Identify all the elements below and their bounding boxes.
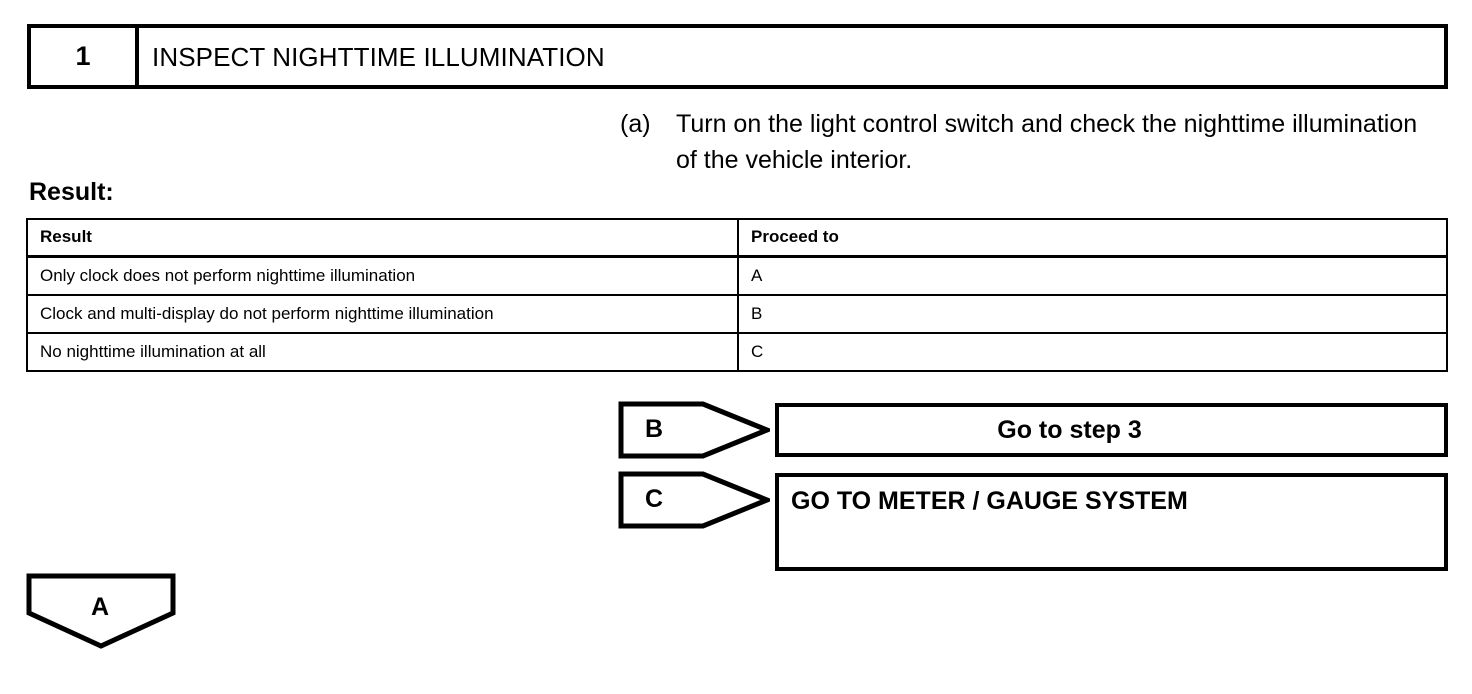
result-table: Result Proceed to Only clock does not pe… [26, 218, 1448, 372]
table-cell-result: Only clock does not perform nighttime il… [26, 255, 739, 296]
flow-arrow-label-c: C [644, 485, 664, 513]
arrow-tag-c-icon [618, 471, 770, 529]
arrow-tag-b-icon [618, 401, 770, 459]
step-title: INSPECT NIGHTTIME ILLUMINATION [152, 41, 605, 72]
instruction-text: Turn on the light control switch and che… [676, 110, 1418, 174]
flow-row-b: B Go to step 3 [618, 401, 1448, 459]
table-header-proceed-to: Proceed to [737, 218, 1448, 258]
flow-target-text-b: Go to step 3 [997, 415, 1142, 444]
flow-target-text-c: GO TO METER / GAUGE SYSTEM [791, 487, 1188, 515]
step-header: 1 INSPECT NIGHTTIME ILLUMINATION [27, 24, 1448, 89]
flow-arrow-label-b: B [644, 415, 664, 443]
flow-row-c: C GO TO METER / GAUGE SYSTEM [618, 471, 1448, 571]
step-number-cell: 1 [31, 28, 139, 85]
table-row: Clock and multi-display do not perform n… [26, 294, 1448, 334]
step-title-cell: INSPECT NIGHTTIME ILLUMINATION [139, 28, 1444, 85]
table-row: No nighttime illumination at all C [26, 332, 1448, 372]
instruction-block: (a) Turn on the light control switch and… [620, 106, 1450, 178]
connector-tag-a-icon: A [26, 573, 176, 649]
table-cell-proceed-to: A [737, 255, 1448, 296]
table-header-result: Result [26, 218, 739, 258]
result-label: Result: [29, 178, 114, 206]
table-cell-result: Clock and multi-display do not perform n… [26, 294, 739, 334]
flow-target-box-b: Go to step 3 [775, 403, 1448, 457]
flow-target-box-c: GO TO METER / GAUGE SYSTEM [775, 473, 1448, 571]
instruction-marker: (a) [620, 110, 651, 138]
table-cell-result: No nighttime illumination at all [26, 332, 739, 372]
table-row: Only clock does not perform nighttime il… [26, 255, 1448, 296]
table-cell-proceed-to: C [737, 332, 1448, 372]
table-cell-proceed-to: B [737, 294, 1448, 334]
connector-label-a: A [90, 593, 110, 621]
table-header-row: Result Proceed to [26, 218, 1448, 258]
step-number: 1 [75, 41, 91, 71]
